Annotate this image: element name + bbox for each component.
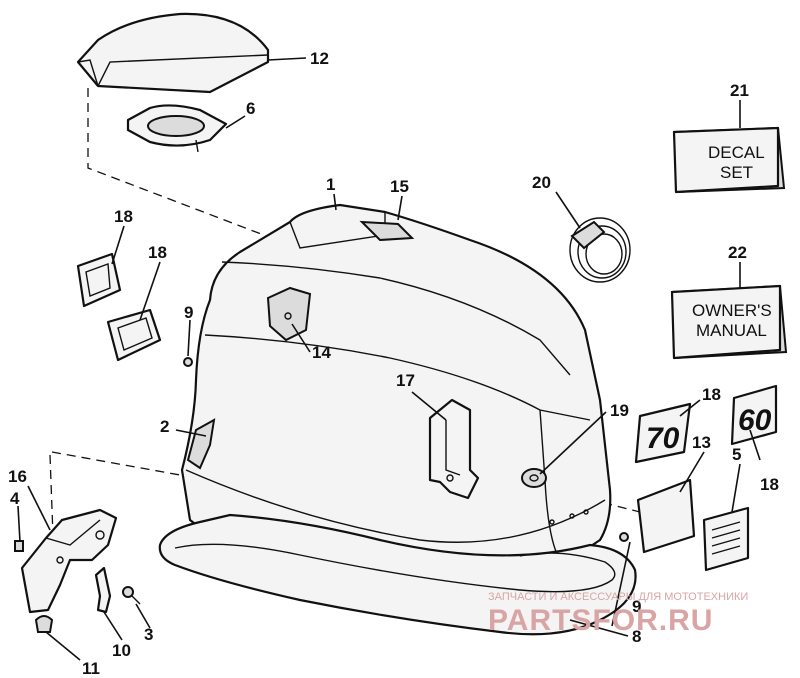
screw-part-9b [619,532,629,542]
plate-part [266,286,312,342]
owners-manual-line2: MANUAL [696,321,767,340]
callout-18-c: 18 [702,385,721,404]
cover-plate-part [636,478,696,554]
callout-numbers: 12 6 1 15 20 21 22 18 18 9 14 17 19 18 2… [8,49,779,678]
callout-4: 4 [10,489,20,508]
callout-10: 10 [112,641,131,660]
callout-11: 11 [82,659,100,678]
decal-set-line2: SET [720,163,753,182]
decal-set-box: DECAL SET [672,126,786,194]
watermark: ЗАПЧАСТИ И АКСЕССУАРЫ ДЛЯ МОТОТЕХНИКИ PA… [488,591,748,637]
callout-6: 6 [246,99,255,118]
callout-5: 5 [732,445,741,464]
owners-manual-box: OWNER'S MANUAL [670,284,788,360]
badge-70-part: 70 [634,402,692,464]
screw-part [122,586,141,605]
callout-12: 12 [310,49,329,68]
callout-9-b: 9 [632,597,641,616]
callout-17: 17 [396,371,415,390]
decal-part-18b [106,308,162,362]
bracket-part [20,508,118,614]
callout-18-a: 18 [114,207,133,226]
badge-60-part: 60 [730,384,778,446]
watermark-brand: PARTSFOR.RU [488,604,713,637]
wire-harness-part [569,217,631,283]
label-part [702,506,750,572]
badge-70-text: 70 [646,422,680,455]
seal-part [158,513,637,636]
alignment-line-top [87,88,291,246]
alignment-line-bracket [51,451,181,476]
nut-part [14,540,24,552]
watermark-tagline: ЗАПЧАСТИ И АКСЕССУАРЫ ДЛЯ МОТОТЕХНИКИ [488,591,748,603]
callout-19: 19 [610,401,629,420]
callout-18-d: 18 [760,475,779,494]
rivet-part [34,615,54,633]
callout-15: 15 [390,177,409,196]
callout-9-a: 9 [184,303,193,322]
callout-16: 16 [8,467,27,486]
callout-21: 21 [730,81,749,100]
owners-manual-line1: OWNER'S [692,301,772,320]
leader-lines [17,57,761,661]
grommet-plate-part [126,104,228,153]
handle-part [428,398,480,500]
callout-3: 3 [144,625,153,644]
callout-18-b: 18 [148,243,167,262]
cutaway-part [186,418,216,470]
callout-13: 13 [692,433,711,452]
callout-22: 22 [728,243,747,262]
callout-1: 1 [326,175,335,194]
screw-part-9a [183,357,193,367]
callout-2: 2 [160,417,169,436]
latch-part [359,220,415,242]
callout-14: 14 [312,343,331,362]
callout-20: 20 [532,173,551,192]
clip-part [94,566,112,614]
decal-part-18a [76,252,122,308]
badge-60-text: 60 [738,404,772,437]
callout-8: 8 [632,627,641,646]
decal-set-line1: DECAL [708,143,765,162]
cover-top-part [76,12,270,94]
